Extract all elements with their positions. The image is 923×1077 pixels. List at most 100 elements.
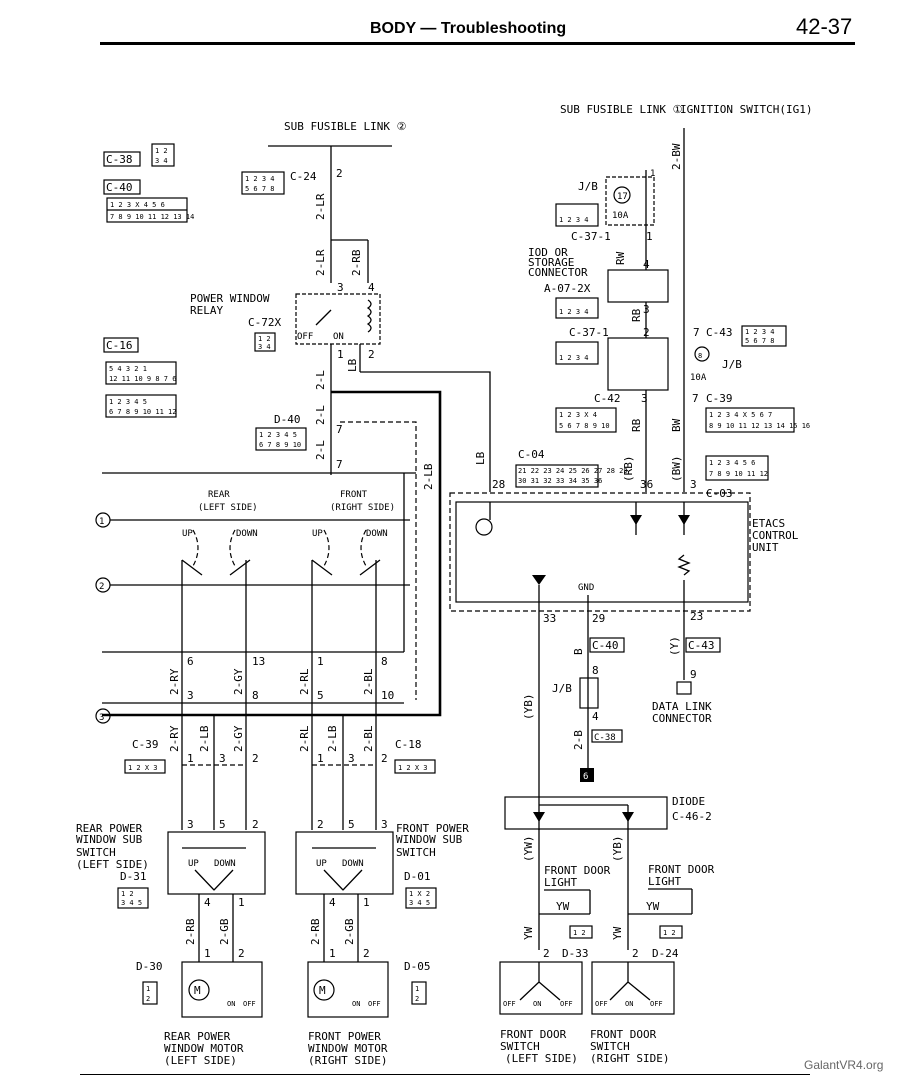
svg-text:4: 4 bbox=[368, 281, 375, 294]
svg-text:1: 1 bbox=[204, 947, 211, 960]
svg-text:2-RB: 2-RB bbox=[309, 918, 322, 945]
svg-text:6: 6 bbox=[583, 772, 588, 782]
svg-text:8: 8 bbox=[252, 689, 259, 702]
svg-text:UP: UP bbox=[312, 529, 323, 539]
svg-text:REAR POWER: REAR POWER bbox=[76, 822, 143, 835]
svg-text:(BW): (BW) bbox=[670, 456, 683, 483]
svg-text:ON: ON bbox=[625, 1000, 633, 1008]
svg-text:(RB): (RB) bbox=[622, 456, 635, 483]
svg-text:BW: BW bbox=[670, 418, 683, 432]
svg-text:30 31 32 33 34 35 36: 30 31 32 33 34 35 36 bbox=[518, 477, 602, 485]
header-rule bbox=[100, 42, 855, 45]
ref-3: 3 bbox=[95, 708, 111, 724]
svg-text:C-39: C-39 bbox=[132, 738, 159, 751]
svg-text:SWITCH: SWITCH bbox=[590, 1040, 630, 1053]
svg-text:36: 36 bbox=[640, 478, 653, 491]
svg-text:2: 2 bbox=[643, 326, 650, 339]
svg-text:OFF: OFF bbox=[297, 332, 313, 342]
svg-text:3: 3 bbox=[337, 281, 344, 294]
svg-text:DOWN: DOWN bbox=[236, 529, 258, 539]
page-title: BODY — Troubleshooting bbox=[370, 20, 567, 37]
connector-d31-icon: C-39 1 2 X 3 bbox=[124, 738, 166, 774]
svg-text:2: 2 bbox=[252, 752, 259, 765]
svg-text:(LEFT SIDE): (LEFT SIDE) bbox=[164, 1054, 237, 1067]
svg-text:J/B: J/B bbox=[578, 180, 598, 193]
connector-c03-icon: 1 2 3 4 5 67 8 9 10 11 12 C-03 bbox=[705, 455, 769, 500]
svg-text:DOWN: DOWN bbox=[366, 529, 388, 539]
svg-text:6 7 8 9 10 11 12: 6 7 8 9 10 11 12 bbox=[109, 408, 176, 416]
svg-text:UP: UP bbox=[316, 859, 327, 869]
svg-text:ON: ON bbox=[227, 1000, 235, 1008]
svg-text:YW: YW bbox=[522, 926, 535, 940]
svg-text:RB: RB bbox=[630, 308, 643, 322]
svg-text:2: 2 bbox=[632, 947, 639, 960]
connector-d40-icon: D-40 1 2 3 4 56 7 8 9 10 bbox=[255, 413, 307, 451]
svg-text:23: 23 bbox=[690, 610, 703, 623]
svg-text:1: 1 bbox=[238, 896, 245, 909]
svg-text:8: 8 bbox=[592, 664, 599, 677]
svg-text:ON: ON bbox=[533, 1000, 541, 1008]
sub-fusible-link-2: SUB FUSIBLE LINK ② 2 2-LR 2-LR 2-RB bbox=[268, 120, 407, 283]
svg-text:IGNITION SWITCH(IG1): IGNITION SWITCH(IG1) bbox=[680, 103, 812, 116]
svg-text:OFF: OFF bbox=[243, 1000, 256, 1008]
svg-text:1: 1 bbox=[650, 169, 655, 179]
svg-text:5: 5 bbox=[219, 818, 226, 831]
svg-text:9: 9 bbox=[690, 668, 697, 681]
svg-text:LIGHT: LIGHT bbox=[544, 876, 577, 889]
svg-text:2-L: 2-L bbox=[314, 440, 327, 460]
svg-text:C-39: C-39 bbox=[706, 392, 733, 405]
svg-text:3 4: 3 4 bbox=[258, 343, 271, 351]
svg-text:8: 8 bbox=[698, 352, 702, 360]
connector-c16-icon: C-16 5 4 3 2 1 12 11 10 9 8 7 6 1 2 3 4 … bbox=[103, 337, 177, 418]
svg-text:FRONT POWER: FRONT POWER bbox=[396, 822, 469, 835]
svg-text:UP: UP bbox=[188, 859, 199, 869]
svg-text:1: 1 bbox=[99, 517, 104, 527]
svg-text:4: 4 bbox=[204, 896, 211, 909]
svg-text:J/B: J/B bbox=[552, 682, 572, 695]
svg-text:RELAY: RELAY bbox=[190, 304, 223, 317]
svg-text:2-L: 2-L bbox=[314, 405, 327, 425]
ground-6: 6 bbox=[580, 768, 594, 782]
svg-text:2: 2 bbox=[381, 752, 388, 765]
svg-text:7: 7 bbox=[336, 423, 343, 436]
svg-text:C-38: C-38 bbox=[594, 733, 616, 743]
svg-text:2-LB: 2-LB bbox=[198, 725, 211, 752]
main-switch-rear-left: REAR (LEFT SIDE) UP DOWN bbox=[181, 490, 258, 652]
svg-text:7: 7 bbox=[693, 326, 700, 339]
svg-text:GND: GND bbox=[578, 583, 594, 593]
svg-text:D-33: D-33 bbox=[562, 947, 589, 960]
svg-text:2: 2 bbox=[363, 947, 370, 960]
svg-text:1 2: 1 2 bbox=[155, 147, 168, 155]
svg-text:1: 1 bbox=[363, 896, 370, 909]
svg-text:2-BL: 2-BL bbox=[362, 668, 375, 695]
jb-fuse-17: J/B 17 10A 1 1 2 3 4 bbox=[555, 169, 655, 260]
svg-text:10A: 10A bbox=[690, 373, 707, 383]
svg-text:2-BW: 2-BW bbox=[670, 143, 683, 170]
svg-text:2-LB: 2-LB bbox=[422, 463, 435, 490]
svg-text:(YB): (YB) bbox=[611, 836, 624, 863]
svg-text:1 2 3 4: 1 2 3 4 bbox=[559, 216, 589, 224]
svg-text:(RIGHT SIDE): (RIGHT SIDE) bbox=[330, 503, 395, 513]
svg-text:D-40: D-40 bbox=[274, 413, 301, 426]
svg-text:2: 2 bbox=[317, 818, 324, 831]
svg-text:2: 2 bbox=[99, 582, 104, 592]
svg-text:2-L: 2-L bbox=[314, 370, 327, 390]
svg-text:28: 28 bbox=[492, 478, 505, 491]
svg-text:2-RB: 2-RB bbox=[184, 918, 197, 945]
data-link-connector: DATA LINK CONNECTOR bbox=[652, 681, 712, 725]
svg-text:LIGHT: LIGHT bbox=[648, 875, 681, 888]
svg-text:CONTROL: CONTROL bbox=[752, 529, 799, 542]
svg-text:1 2 3 4 5 6: 1 2 3 4 5 6 bbox=[709, 459, 755, 467]
svg-text:D-05: D-05 bbox=[404, 960, 431, 973]
svg-text:1 2 3 4: 1 2 3 4 bbox=[559, 308, 589, 316]
svg-text:5: 5 bbox=[348, 818, 355, 831]
svg-text:2: 2 bbox=[368, 348, 375, 361]
svg-text:1 2 3 X 4 5 6: 1 2 3 X 4 5 6 bbox=[110, 201, 165, 209]
connector-c24-icon: 1 2 3 45 6 7 8 C-24 bbox=[241, 170, 317, 195]
svg-text:YW: YW bbox=[646, 900, 660, 913]
svg-text:4: 4 bbox=[592, 710, 599, 723]
sub-fusible-link-1: SUB FUSIBLE LINK ① bbox=[560, 103, 683, 116]
svg-text:D-31: D-31 bbox=[120, 870, 147, 883]
